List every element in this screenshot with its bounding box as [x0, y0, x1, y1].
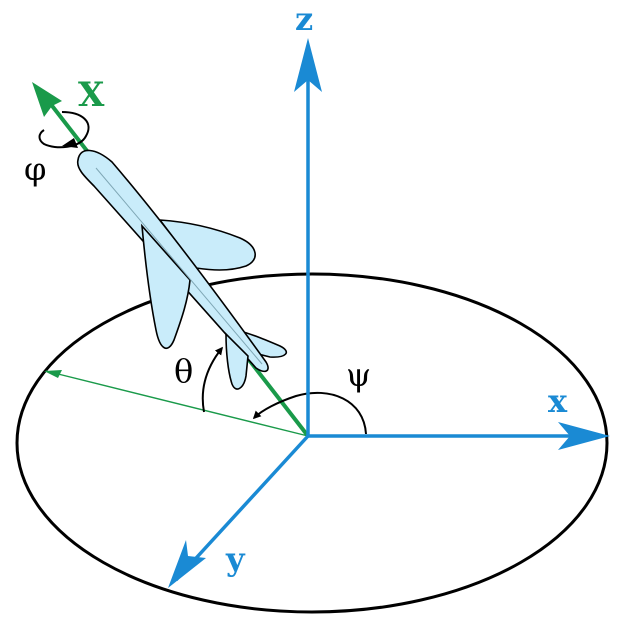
pitch-angle-arc: [201, 346, 223, 413]
world-y-axis-line: [174, 434, 310, 582]
pitch-angle-label: θ: [174, 352, 193, 390]
ground-projection-line: [45, 370, 309, 437]
z-axis-label: z: [295, 0, 313, 38]
aircraft: [76, 149, 288, 390]
yaw-angle-label: ψ: [346, 356, 371, 394]
world-y-axis-arrowhead: [168, 540, 206, 588]
body-x-axis-arrowhead: [32, 82, 62, 117]
world-x-axis-arrowhead: [558, 422, 610, 450]
yaw-angle-arc: [252, 391, 367, 435]
body-x-axis-label: X: [78, 75, 105, 115]
roll-angle-label: φ: [24, 150, 46, 188]
aircraft-left-tailplane: [225, 332, 249, 390]
aircraft-left-wing: [140, 223, 191, 350]
ground-plane-ellipse: [15, 272, 609, 614]
ground-projection-arrowhead: [44, 370, 62, 378]
y-axis-label: y: [225, 540, 246, 578]
world-z-axis-arrowhead: [294, 38, 322, 92]
aircraft-right-wing: [158, 219, 256, 271]
x-axis-label: x: [548, 382, 568, 420]
roll-rotation-arrow: [38, 111, 90, 149]
